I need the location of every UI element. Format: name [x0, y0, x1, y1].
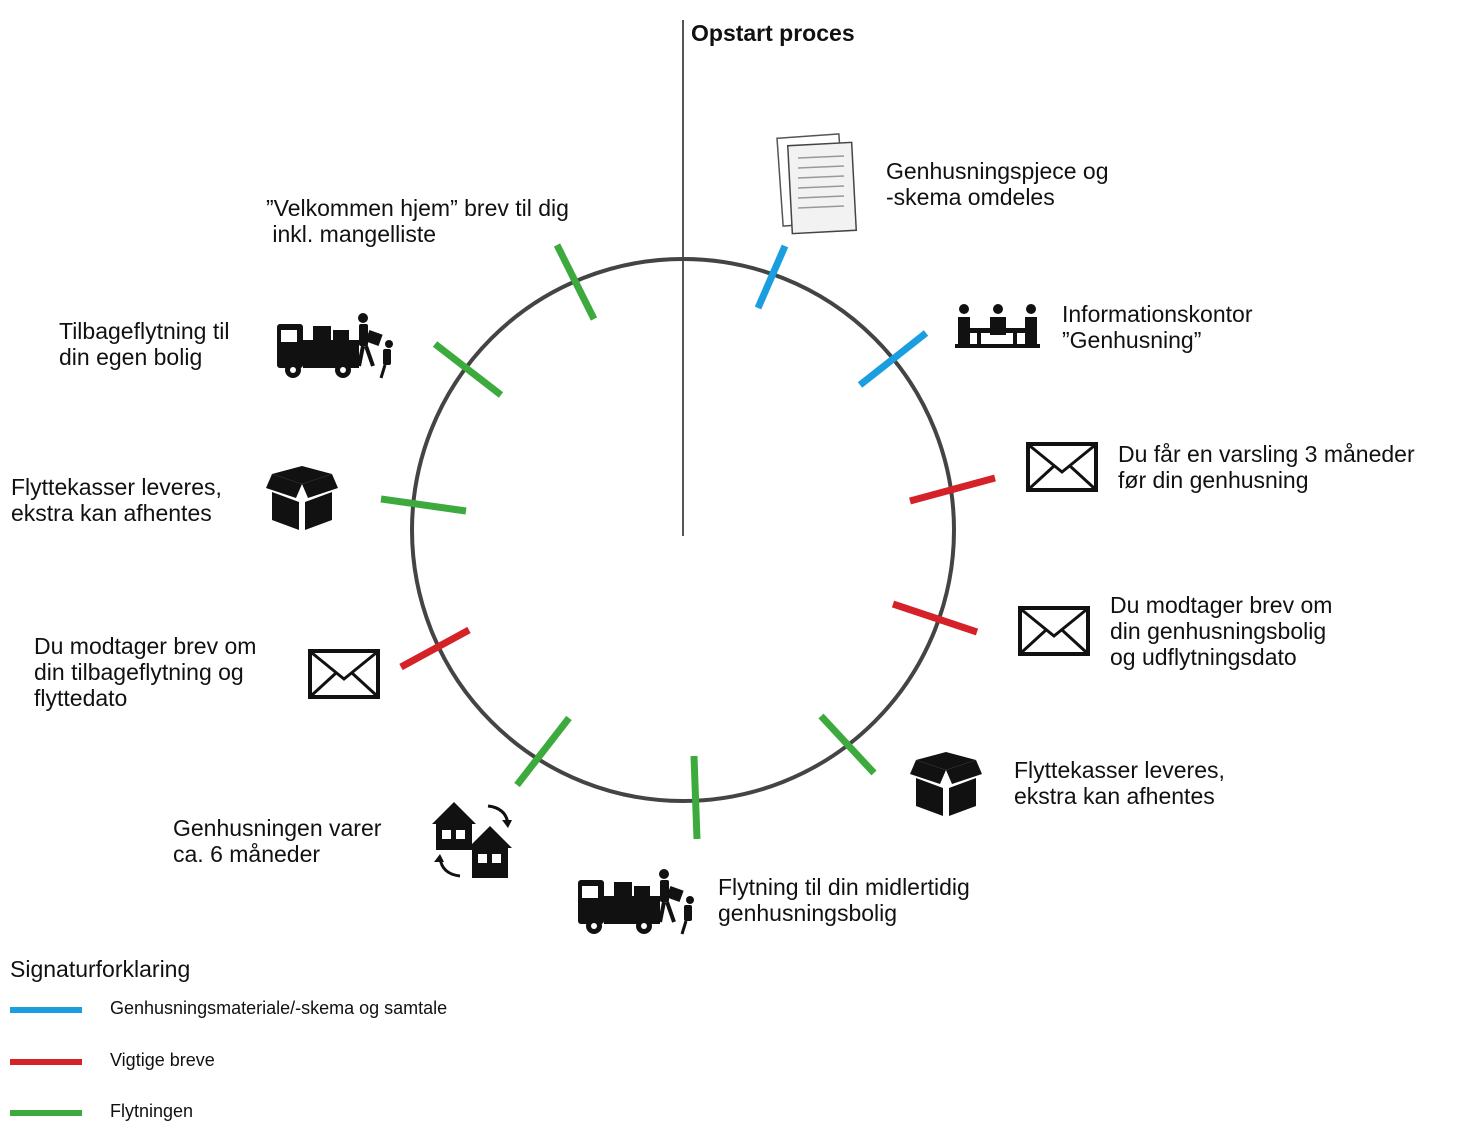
step-tick-7	[514, 715, 572, 788]
step-label-genhusning-varer: Genhusningen varer ca. 6 måneder	[173, 815, 382, 867]
step-tick-3	[909, 474, 996, 505]
step-label-genhusningspjece: Genhusningspjece og -skema omdeles	[886, 158, 1109, 210]
process-ring	[410, 257, 956, 803]
legend-swatch-red	[10, 1059, 82, 1065]
legend-swatch-green	[10, 1110, 82, 1116]
step-label-brev-tilbageflytning: Du modtager brev om din tilbageflytning …	[34, 633, 257, 711]
step-tick-10	[432, 341, 504, 398]
legend-swatch-blue	[10, 1007, 82, 1013]
moving-truck-icon	[277, 313, 393, 379]
step-tick-2	[857, 330, 929, 388]
legend-title: Signaturforklaring	[10, 956, 191, 982]
envelope-icon	[1026, 442, 1098, 492]
step-label-flytning-ud: Flytning til din midlertidig genhusnings…	[718, 874, 970, 926]
step-tick-5	[818, 713, 877, 776]
step-tick-9	[380, 495, 467, 515]
box-icon	[266, 466, 338, 530]
envelope-icon	[1018, 606, 1090, 656]
step-label-flyttekasser-hjem: Flyttekasser leveres, ekstra kan afhente…	[11, 474, 222, 526]
step-tick-8	[399, 626, 471, 671]
legend-label: Genhusningsmateriale/-skema og samtale	[110, 998, 448, 1018]
meeting-icon	[955, 304, 1040, 348]
step-ticks	[380, 243, 996, 840]
step-label-informationskontor: Informationskontor ”Genhusning”	[1062, 301, 1253, 353]
step-tick-11	[553, 243, 598, 321]
legend-label: Vigtige breve	[110, 1050, 215, 1070]
step-label-tilbageflytning: Tilbageflytning til din egen bolig	[59, 318, 230, 370]
diagram-title: Opstart proces	[691, 20, 855, 46]
step-label-brev-genhusningsbolig: Du modtager brev om din genhusningsbolig…	[1110, 592, 1333, 670]
house-swap-icon	[432, 802, 512, 878]
step-tick-6	[690, 755, 701, 840]
step-label-velkommen-hjem: ”Velkommen hjem” brev til dig inkl. mang…	[266, 195, 569, 247]
legend-label: Flytningen	[110, 1101, 194, 1121]
envelope-icon	[308, 649, 380, 699]
step-tick-4	[891, 600, 979, 636]
document-icon	[776, 133, 858, 235]
step-label-flyttekasser-ud: Flyttekasser leveres, ekstra kan afhente…	[1014, 757, 1225, 809]
box-icon	[910, 752, 982, 816]
moving-truck-icon	[578, 869, 694, 935]
step-label-varsling: Du får en varsling 3 måneder før din gen…	[1118, 441, 1415, 493]
step-tick-1	[754, 244, 789, 310]
